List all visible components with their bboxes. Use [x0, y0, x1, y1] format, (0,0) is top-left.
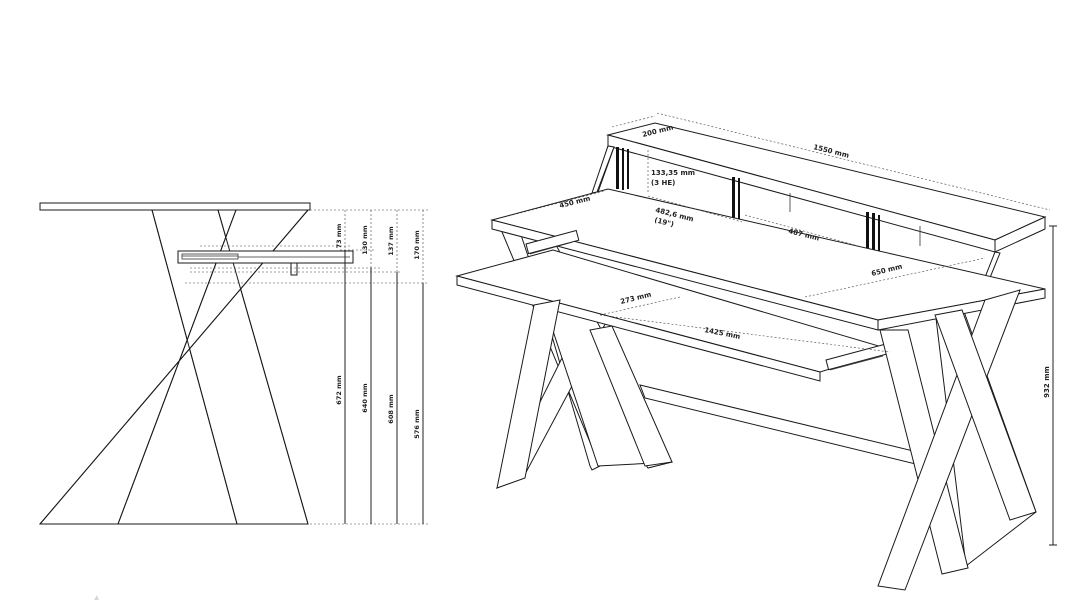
label-133-sub: (3 HE)	[651, 179, 675, 187]
label-1550: 1550 mm	[813, 143, 850, 160]
iso-leg-left-overlay	[496, 299, 561, 489]
side-view: 73 mm 130 mm 137 mm 170 mm 672 mm 640 mm…	[38, 202, 428, 525]
dim-1550-line	[656, 112, 1051, 211]
rack-rail-5	[738, 178, 740, 222]
iso-leg-front-x2	[877, 289, 1021, 591]
iso-view: 200 mm 1550 mm 133,35 mm (3 HE) 450 mm 4…	[455, 112, 1057, 591]
tray-slide-left	[525, 229, 580, 255]
rack-rail-4	[732, 177, 735, 221]
rack-rail-3	[627, 149, 629, 189]
side-tray-slide	[181, 253, 239, 260]
iso-riser-left-front	[591, 145, 615, 194]
rack-rail-2	[622, 148, 624, 190]
label-133: 133,35 mm	[651, 169, 695, 177]
tray-slide-left-rail	[529, 241, 574, 255]
iso-shelf-side-right	[994, 216, 1046, 253]
iso-stretcher	[639, 384, 933, 469]
label-932: 932 mm	[1043, 366, 1051, 398]
label-73: 73 mm	[335, 223, 343, 248]
label-170: 170 mm	[413, 230, 421, 260]
side-tray-handle	[290, 262, 298, 276]
iso-leg-front-x3	[934, 309, 1037, 521]
side-leg-back-outline	[151, 209, 238, 525]
label-130: 130 mm	[361, 225, 369, 255]
label-576: 576 mm	[413, 409, 421, 439]
rack-rail-1	[616, 147, 619, 189]
watermark-mark	[94, 595, 99, 600]
rack-rail-7	[872, 213, 875, 258]
side-desktop	[39, 202, 311, 211]
dim-482-line	[647, 195, 743, 223]
side-keyboard-tray	[177, 250, 354, 276]
dim-200-line	[611, 115, 656, 128]
dim-487-line	[744, 214, 863, 248]
rack-rail-6	[866, 212, 869, 258]
iso-leg-left-overlay2	[589, 325, 673, 467]
label-608: 608 mm	[387, 394, 395, 424]
label-137: 137 mm	[387, 226, 395, 256]
label-672: 672 mm	[335, 375, 343, 405]
dim-273-line	[599, 296, 681, 316]
rack-rail-8	[878, 215, 880, 259]
dim-650-line	[804, 257, 986, 298]
label-640: 640 mm	[361, 383, 369, 413]
tray-slide-right-rail	[829, 355, 884, 371]
dim-1425-line	[599, 314, 891, 353]
dim-450-line	[496, 190, 606, 220]
